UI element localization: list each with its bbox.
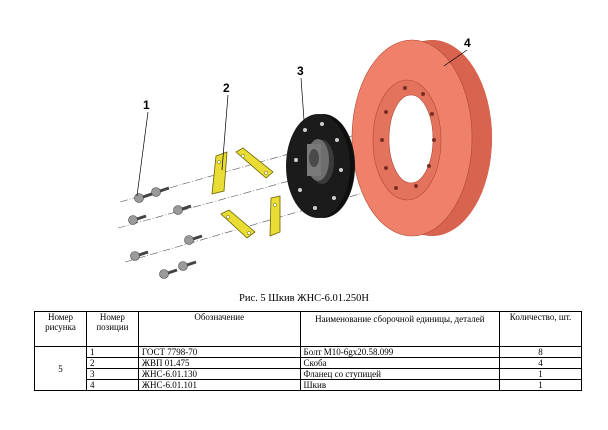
callout-1: 1 — [143, 98, 150, 112]
bolt — [151, 186, 170, 197]
quantity-cell: 1 — [499, 379, 582, 391]
table-row: 2 ЖВП 01.475 Скоба 4 — [35, 357, 582, 369]
designation-cell: ЖВП 01.475 — [137, 357, 301, 369]
designation-cell: ЖНС-6.01.130 — [137, 368, 301, 380]
table-header-row: Номер рисунка Номер позиции Обозначение … — [34, 311, 582, 347]
header-figure-number: Номер рисунка — [34, 311, 87, 347]
designation-cell: ЖНС-6.01.101 — [137, 379, 301, 391]
designation-cell: ГОСТ 7798-70 — [137, 346, 301, 358]
callout-3: 3 — [297, 64, 304, 78]
name-cell: Скоба — [299, 357, 501, 369]
figure-number-cell: 5 — [34, 346, 87, 391]
flange-with-hub — [286, 114, 355, 218]
quantity-cell: 1 — [499, 368, 582, 380]
leader-lines — [136, 49, 468, 197]
callout-2: 2 — [223, 81, 230, 95]
name-cell: Болт М10-6gх20.58.099 — [299, 346, 501, 358]
exploded-assembly-drawing: 1 2 3 4 — [117, 36, 492, 279]
table-row: 3 ЖНС-6.01.130 Фланец со ступицей 1 — [35, 368, 582, 380]
bolt — [130, 250, 149, 261]
bolts — [128, 186, 203, 279]
header-name: Наименование сборочной единицы, деталей — [299, 311, 501, 347]
bolt — [159, 268, 178, 279]
position-cell: 3 — [85, 368, 139, 380]
header-position-number: Номер позиции — [85, 311, 139, 347]
bolt — [173, 204, 192, 215]
position-cell: 4 — [85, 379, 139, 391]
table-row: 4 ЖНС-6.01.101 Шкив 1 — [35, 379, 582, 391]
header-quantity: Количество, шт. — [499, 311, 582, 347]
table-row: 5 1 ГОСТ 7798-70 Болт М10-6gх20.58.099 8 — [34, 346, 582, 391]
bolt — [184, 234, 203, 245]
callout-4: 4 — [464, 36, 471, 50]
brackets — [211, 147, 281, 239]
figure-caption: Рис. 5 Шкив ЖНС-6.01.250Н — [239, 293, 369, 304]
position-cell: 2 — [85, 357, 139, 369]
quantity-cell: 4 — [499, 357, 582, 369]
bolt — [128, 214, 147, 225]
name-cell: Шкив — [299, 379, 501, 391]
header-designation: Обозначение — [137, 311, 301, 347]
quantity-cell: 8 — [499, 346, 582, 358]
position-cell: 1 — [85, 346, 139, 358]
bolt — [178, 260, 197, 271]
parts-table: Номер рисунка Номер позиции Обозначение … — [34, 311, 582, 391]
pulley — [351, 39, 492, 237]
name-cell: Фланец со ступицей — [299, 368, 501, 380]
